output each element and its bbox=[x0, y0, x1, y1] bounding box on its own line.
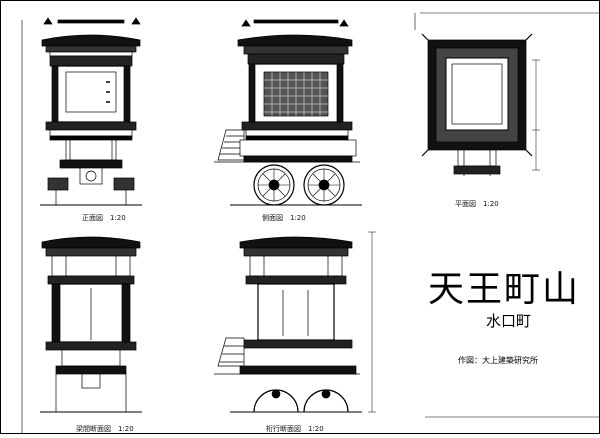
front-elevation-caption: 正面図 1:20 bbox=[82, 214, 126, 222]
girder-section-caption: 桁行断面図 1:20 bbox=[266, 425, 324, 433]
plan-view bbox=[421, 33, 540, 176]
beam-section-caption: 梁間断面図 1:20 bbox=[76, 425, 134, 433]
front-elevation bbox=[40, 17, 142, 206]
plan-view-caption: 平面図 1:20 bbox=[455, 200, 499, 208]
beam-section-view bbox=[40, 236, 142, 413]
side-elevation bbox=[214, 19, 362, 206]
town-name: 水口町 bbox=[486, 312, 532, 330]
side-elevation-caption: 側面図 1:20 bbox=[262, 214, 306, 222]
author-credit: 作図：大上建築研究所 bbox=[458, 356, 538, 365]
drawing-title: 天王町山 bbox=[428, 269, 581, 310]
girder-section-view bbox=[214, 231, 376, 413]
